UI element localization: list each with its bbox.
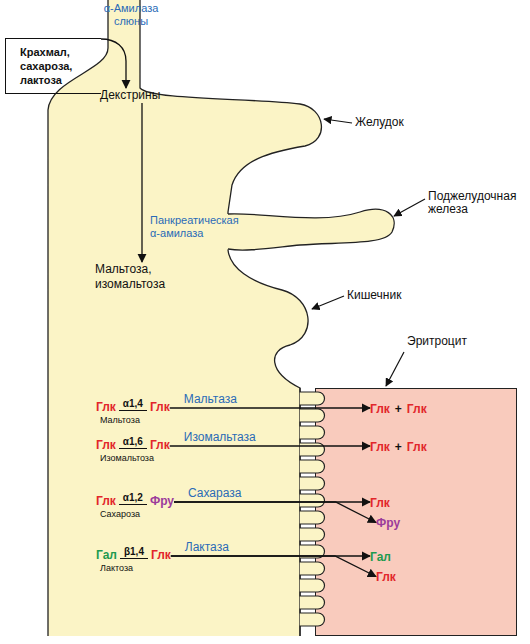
enzyme-label: α-Амилаза слюны bbox=[100, 2, 162, 28]
intestine-leader bbox=[312, 296, 344, 309]
sugar-residue: Глк bbox=[96, 494, 116, 508]
bond-formula: Глкα1,4Глк bbox=[96, 398, 170, 414]
reaction-arrow bbox=[141, 103, 142, 262]
enzyme-label: Сахараза bbox=[188, 486, 241, 500]
product-node: Глк bbox=[376, 568, 396, 585]
cell-membrane bbox=[315, 388, 517, 636]
enzyme-label: Мальтаза bbox=[184, 392, 237, 406]
disaccharide-name: Лактоза bbox=[96, 563, 171, 574]
product-node: Фру bbox=[376, 514, 400, 531]
product-node: Гал bbox=[370, 548, 391, 565]
bond-formula: Глкα1,6Глк bbox=[96, 436, 170, 452]
sugar-product: Глк bbox=[370, 496, 390, 510]
process-text: Мальтоза, изомальтоза bbox=[95, 262, 185, 292]
disaccharide-node: Галβ1,4ГлкЛактоза bbox=[96, 546, 171, 574]
sugar-residue: Глк bbox=[150, 438, 170, 452]
sugar-product: Глк bbox=[407, 402, 427, 416]
enzyme-label: Панкреатическая α-амилаза bbox=[150, 214, 242, 240]
stomach-leader bbox=[324, 119, 352, 123]
enzyme-label: Лактаза bbox=[185, 540, 229, 554]
organ-label: Желудок bbox=[355, 116, 404, 129]
pancreas-leader bbox=[394, 199, 425, 216]
substrate-bracket: Крахмал, сахароза, лактоза bbox=[5, 38, 101, 94]
product-node: Глк + Глк bbox=[370, 438, 427, 455]
substrate-list: Крахмал, сахароза, лактоза bbox=[20, 45, 97, 87]
cell-leader bbox=[386, 352, 404, 386]
reaction-arrow bbox=[101, 39, 126, 88]
disaccharide-node: Глкα1,4ГлкМальтоза bbox=[96, 398, 170, 426]
cell-heading: Эритроцит bbox=[407, 334, 467, 349]
product-node: Глк + Глк bbox=[370, 400, 427, 417]
sugar-residue: Фру bbox=[150, 494, 174, 508]
sugar-residue: Гал bbox=[96, 548, 117, 562]
sugar-product: Гал bbox=[370, 550, 391, 564]
glycosidic-bond: β1,4 bbox=[120, 546, 148, 559]
organ-label: Кишечник bbox=[347, 289, 401, 302]
sugar-product: Глк bbox=[376, 570, 396, 584]
process-text: Декстрины bbox=[100, 88, 160, 103]
disaccharide-name: Мальтоза bbox=[96, 415, 170, 426]
sugar-residue: Глк bbox=[96, 438, 116, 452]
disaccharide-name: Сахароза bbox=[96, 509, 174, 520]
cell-heading-box: Эритроцит bbox=[407, 334, 467, 349]
pancreas-outline bbox=[228, 209, 394, 250]
pancreas-fill bbox=[222, 209, 394, 250]
glycosidic-bond: α1,4 bbox=[119, 398, 147, 411]
sugar-residue: Глк bbox=[151, 548, 171, 562]
organ-label: Поджелудочная железа bbox=[428, 190, 528, 216]
sugar-product: Глк bbox=[407, 440, 427, 454]
disaccharide-node: Глкα1,2ФруСахароза bbox=[96, 492, 174, 520]
bond-formula: Глкα1,2Фру bbox=[96, 492, 174, 508]
sugar-residue: Глк bbox=[96, 400, 116, 414]
glycosidic-bond: α1,6 bbox=[119, 436, 147, 449]
sugar-product: Глк bbox=[370, 440, 390, 454]
sugar-residue: Глк bbox=[150, 400, 170, 414]
disaccharide-name: Изомальтоза bbox=[96, 453, 170, 464]
glycosidic-bond: α1,2 bbox=[119, 492, 147, 505]
sugar-product: + bbox=[395, 440, 402, 454]
product-node: Глк bbox=[370, 494, 390, 511]
disaccharide-node: Глкα1,6ГлкИзомальтоза bbox=[96, 436, 170, 464]
tract-outline bbox=[48, 0, 321, 636]
sugar-product: Глк bbox=[370, 402, 390, 416]
sugar-product: + bbox=[395, 402, 402, 416]
sugar-product: Фру bbox=[376, 516, 400, 530]
text-node: Декстрины bbox=[100, 88, 160, 103]
enzyme-label: Изомальтаза bbox=[184, 430, 256, 444]
bond-formula: Галβ1,4Глк bbox=[96, 546, 171, 562]
text-node: Мальтоза, изомальтоза bbox=[95, 262, 185, 292]
enterocyte-cell: ЭритроцитГлк+ГлкГлк+ГлкГлкФруГалГлк bbox=[315, 334, 517, 636]
